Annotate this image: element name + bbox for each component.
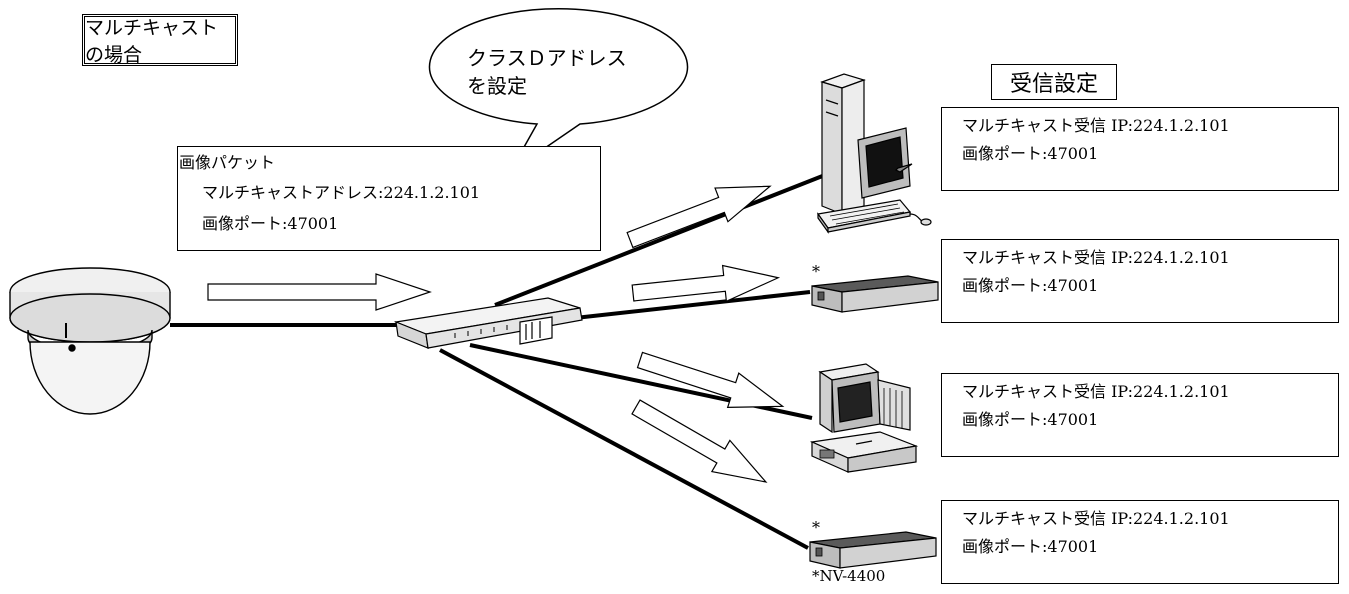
cable-hub-recorder2 — [439, 348, 809, 550]
recorder-icon — [811, 275, 939, 313]
bubble-line-1: クラスＤアドレス — [467, 46, 627, 70]
speech-bubble-text: クラスＤアドレス を設定 — [467, 44, 627, 100]
receiver-settings-box: マルチキャスト受信 IP:224.1.2.101 画像ポート:47001 — [941, 107, 1339, 191]
recorder-asterisk: * — [812, 262, 820, 281]
tower-pc-icon — [816, 73, 932, 234]
receiver-ip: マルチキャスト受信 IP:224.1.2.101 — [962, 509, 1230, 528]
bubble-line-2: を設定 — [467, 74, 527, 98]
receiver-settings-box: マルチキャスト受信 IP:224.1.2.101 画像ポート:47001 — [941, 239, 1339, 323]
arrows — [207, 185, 785, 483]
receiver-settings-box: マルチキャスト受信 IP:224.1.2.101 画像ポート:47001 — [941, 373, 1339, 457]
recorder-asterisk: * — [812, 518, 820, 537]
diagram-title: マルチキャストの場合 — [82, 14, 238, 66]
speech-bubble — [428, 8, 689, 173]
packet-info-box: 画像パケット マルチキャストアドレス:224.1.2.101 画像ポート:470… — [177, 146, 601, 251]
receiver-port: 画像ポート:47001 — [962, 144, 1099, 163]
desktop-pc-icon — [809, 363, 919, 473]
arrow-to-recorder2 — [631, 399, 768, 483]
arrow-camera-hub — [207, 273, 432, 311]
model-footnote: *NV-4400 — [812, 567, 886, 585]
receiver-ip: マルチキャスト受信 IP:224.1.2.101 — [962, 116, 1230, 135]
receive-settings-header: 受信設定 — [991, 64, 1117, 100]
packet-multicast-address: マルチキャストアドレス:224.1.2.101 — [202, 183, 481, 202]
arrow-to-pc2 — [636, 351, 785, 409]
network-hub-icon — [393, 297, 583, 349]
arrow-to-recorder1 — [631, 264, 781, 303]
arrow-to-pc1 — [626, 185, 772, 249]
receiver-port: 画像ポート:47001 — [962, 276, 1099, 295]
receiver-settings-box: マルチキャスト受信 IP:224.1.2.101 画像ポート:47001 — [941, 500, 1339, 584]
cable-hub-pc1 — [494, 173, 826, 307]
receiver-ip: マルチキャスト受信 IP:224.1.2.101 — [962, 248, 1230, 267]
receiver-port: 画像ポート:47001 — [962, 410, 1099, 429]
cable-hub-recorder1 — [574, 290, 811, 320]
packet-heading: 画像パケット — [179, 153, 276, 172]
packet-image-port: 画像ポート:47001 — [202, 214, 339, 233]
receiver-ip: マルチキャスト受信 IP:224.1.2.101 — [962, 382, 1230, 401]
receiver-port: 画像ポート:47001 — [962, 537, 1099, 556]
speech-bubble-shape — [428, 8, 689, 173]
dome-camera-icon — [9, 267, 171, 415]
recorder-icon — [809, 531, 937, 569]
